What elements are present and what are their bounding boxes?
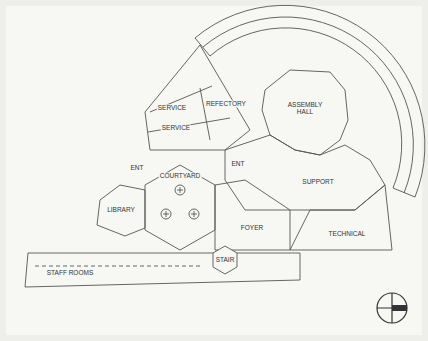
room-label: STAFF ROOMS xyxy=(46,269,94,276)
partition xyxy=(200,88,210,140)
room-label: REFECTORY xyxy=(205,100,247,107)
room-label: ENT xyxy=(231,160,246,167)
room-label: FOYER xyxy=(240,224,264,231)
courtyard-wall xyxy=(145,165,215,250)
foyer-wall xyxy=(215,180,290,250)
room-label: SERVICE xyxy=(157,104,187,111)
assembly-hall-wall xyxy=(262,70,348,155)
room-label: SERVICE xyxy=(161,124,191,131)
room-label: STAIR xyxy=(215,256,236,263)
library-wall xyxy=(97,185,145,236)
north-symbol xyxy=(377,293,407,323)
stair-wall xyxy=(213,246,237,274)
room-label: TECHNICAL xyxy=(328,230,367,237)
arcade-arc xyxy=(203,17,413,193)
room-label: COURTYARD xyxy=(159,172,202,179)
paper-sheet xyxy=(6,6,422,335)
technical-wall xyxy=(290,185,392,250)
arcade-arc xyxy=(210,28,402,188)
wing-wall xyxy=(145,45,250,150)
partition xyxy=(150,86,212,112)
arcade-arc xyxy=(195,5,425,197)
room-label: LIBRARY xyxy=(106,206,136,213)
room-label: SUPPORT xyxy=(301,178,334,185)
support-wall xyxy=(225,135,385,210)
partition xyxy=(148,118,230,132)
band-wall xyxy=(25,253,300,287)
room-label: ASSEMBLY HALL xyxy=(284,101,326,115)
dashed-line xyxy=(35,266,200,267)
north-bar xyxy=(392,305,407,311)
arcade-end xyxy=(195,38,415,197)
north-cross xyxy=(377,293,407,323)
room-label: ENT xyxy=(130,164,145,171)
planter-cross xyxy=(163,187,197,217)
